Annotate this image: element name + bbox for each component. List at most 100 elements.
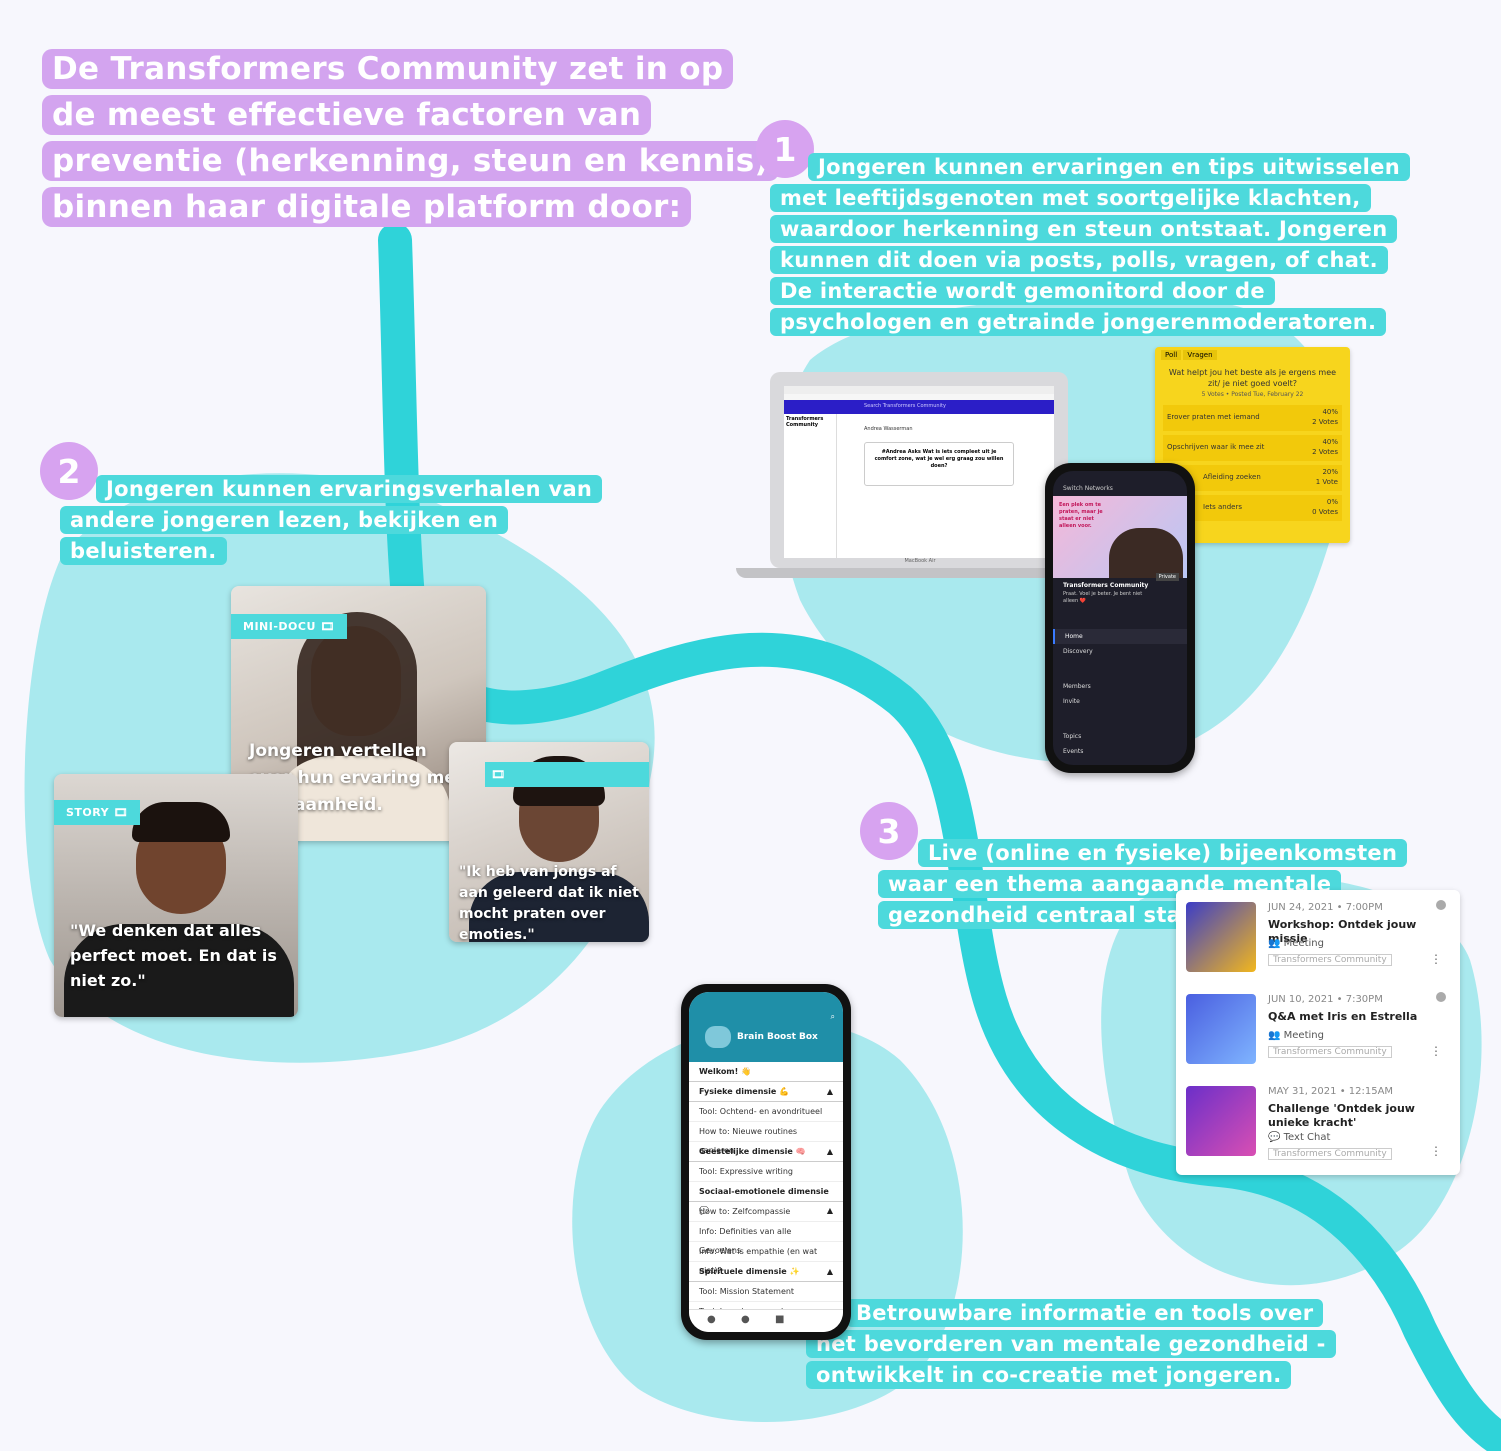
check-icon bbox=[1436, 900, 1446, 910]
event-date: JUN 10, 2021 • 7:30PM bbox=[1268, 994, 1383, 1005]
caret-up-icon: ▲ bbox=[826, 1267, 833, 1276]
step-1-number: 1 bbox=[756, 120, 814, 178]
nav-events[interactable]: Events bbox=[1063, 748, 1084, 755]
people-icon: 👥 bbox=[1268, 938, 1281, 949]
module-item[interactable]: How to: Zelfcompassie bbox=[689, 1202, 843, 1222]
sidebar-title: Transformers Community bbox=[786, 416, 824, 428]
community-tagline: Praat. Voel je beter. Je bent niet allee… bbox=[1063, 591, 1143, 604]
event-item[interactable]: JUN 10, 2021 • 7:30PM Q&A met Iris en Es… bbox=[1176, 982, 1460, 1075]
nav-home[interactable]: Home bbox=[1053, 629, 1187, 644]
laptop-screen: Search Transformers Community Transforme… bbox=[784, 386, 1054, 558]
phone-community: Switch Networks Een plek om te praten, m… bbox=[1045, 463, 1195, 773]
film-icon: 🎞 bbox=[485, 762, 649, 787]
event-date: MAY 31, 2021 • 12:15AM bbox=[1268, 1086, 1394, 1097]
module-heading[interactable]: Fysieke dimensie 💪▲ bbox=[689, 1082, 843, 1102]
laptop-base: MacBook Air bbox=[736, 558, 1104, 578]
third-caption: "Ik heb van jongs af aan geleerd dat ik … bbox=[459, 864, 639, 942]
event-title: Q&A met Iris en Estrella bbox=[1268, 1010, 1418, 1023]
brain-boost-header: Brain Boost Box ⌕ bbox=[689, 992, 843, 1062]
shirt-shape bbox=[469, 872, 649, 942]
event-community: Transformers Community bbox=[1268, 954, 1392, 966]
banner-text: Een plek om te praten, maar je staat er … bbox=[1059, 502, 1103, 529]
post: Andrea Wasserman #Andrea Asks Wat is iet… bbox=[864, 426, 1014, 486]
community-banner: Een plek om te praten, maar je staat er … bbox=[1053, 496, 1187, 578]
page-title: De Transformers Community zet in op de m… bbox=[42, 46, 780, 230]
group-photo bbox=[1109, 528, 1183, 578]
brain-boost-logo bbox=[705, 1026, 731, 1048]
address-bar bbox=[784, 394, 1054, 400]
event-title: Workshop: Ontdek jouw missie bbox=[1268, 918, 1417, 945]
event-type: 👥 Meeting bbox=[1268, 938, 1324, 949]
nav-topics[interactable]: Topics bbox=[1063, 733, 1082, 740]
phone-screen: Brain Boost Box ⌕ Welkom! 👋 Fysieke dime… bbox=[689, 992, 843, 1332]
step-1-text: Jongeren kunnen ervaringen en tips uitwi… bbox=[770, 152, 1410, 338]
video-card-story[interactable]: STORY 🎞 "We denken dat alles perfect moe… bbox=[54, 774, 298, 1017]
grid-icon[interactable]: ■ bbox=[775, 1314, 785, 1325]
phone-brain-boost: Brain Boost Box ⌕ Welkom! 👋 Fysieke dime… bbox=[681, 984, 851, 1340]
event-item[interactable]: JUN 24, 2021 • 7:00PM Workshop: Ontdek j… bbox=[1176, 890, 1460, 983]
event-thumbnail bbox=[1186, 1086, 1256, 1156]
event-date: JUN 24, 2021 • 7:00PM bbox=[1268, 902, 1383, 913]
step-4-text: Betrouwbare informatie en tools over het… bbox=[806, 1298, 1356, 1391]
module-heading[interactable]: Spirituele dimensie ✨▲ bbox=[689, 1262, 843, 1282]
private-badge: Private bbox=[1155, 573, 1179, 581]
more-icon[interactable]: ⋮ bbox=[1430, 1044, 1442, 1058]
module-heading[interactable]: Welkom! 👋 bbox=[689, 1062, 843, 1082]
story-caption: "We denken dat alles perfect moet. En da… bbox=[70, 921, 277, 990]
caret-up-icon: ▲ bbox=[826, 1087, 833, 1096]
search-input[interactable]: Search Transformers Community bbox=[864, 403, 946, 409]
network-name: Switch Networks bbox=[1063, 485, 1113, 492]
phone-screen: Switch Networks Een plek om te praten, m… bbox=[1053, 471, 1187, 765]
sweater-shape bbox=[271, 756, 451, 841]
nav-members[interactable]: Members bbox=[1063, 683, 1091, 690]
chat-icon[interactable]: ● bbox=[741, 1314, 750, 1325]
shirt-shape bbox=[64, 924, 294, 1017]
film-icon: 🎞 bbox=[113, 806, 128, 819]
event-community: Transformers Community bbox=[1268, 1148, 1392, 1160]
questions-tag: Vragen bbox=[1183, 350, 1217, 360]
modules-list: Welkom! 👋 Fysieke dimensie 💪▲ Tool: Ocht… bbox=[689, 1062, 843, 1322]
film-icon: 🎞 bbox=[320, 620, 335, 633]
more-icon[interactable]: ⋮ bbox=[1430, 952, 1442, 966]
home-icon[interactable]: ● bbox=[707, 1314, 716, 1325]
phone-nav: Home Discovery Members Invite Topics Eve… bbox=[1053, 629, 1187, 759]
community-name: Transformers Community bbox=[1063, 582, 1149, 589]
event-thumbnail bbox=[1186, 902, 1256, 972]
search-icon[interactable]: ⌕ bbox=[830, 1012, 835, 1021]
people-icon: 👥 bbox=[1268, 1030, 1281, 1041]
event-item[interactable]: MAY 31, 2021 • 12:15AM Challenge 'Ontdek… bbox=[1176, 1074, 1460, 1166]
step-3-number: 3 bbox=[860, 802, 918, 860]
laptop: Search Transformers Community Transforme… bbox=[770, 372, 1068, 568]
more-icon[interactable]: ⋮ bbox=[1430, 1144, 1442, 1158]
module-heading[interactable]: Sociaal-emotionele dimensie 💬▲ bbox=[689, 1182, 843, 1215]
module-item[interactable]: How to: Nieuwe routines aanleren bbox=[689, 1122, 843, 1155]
tag-story: STORY 🎞 bbox=[54, 800, 140, 825]
poll-question: Wat helpt jou het beste als je ergens me… bbox=[1168, 368, 1337, 388]
bottom-nav: ● ● ■ bbox=[689, 1309, 843, 1332]
chat-icon: 💬 bbox=[1268, 1132, 1281, 1143]
module-item[interactable]: Tool: Expressive writing bbox=[689, 1162, 843, 1182]
nav-invite[interactable]: Invite bbox=[1063, 698, 1080, 705]
hair-shape bbox=[132, 802, 230, 842]
module-item[interactable]: Info: Definities van alle Gevoelens bbox=[689, 1222, 843, 1255]
check-icon bbox=[1436, 992, 1446, 1002]
caret-up-icon: ▲ bbox=[826, 1147, 833, 1156]
app-header: Search Transformers Community bbox=[784, 400, 1054, 414]
event-thumbnail bbox=[1186, 994, 1256, 1064]
nav-discovery[interactable]: Discovery bbox=[1063, 648, 1093, 655]
poll-tags: Poll Vragen bbox=[1161, 350, 1217, 360]
event-community: Transformers Community bbox=[1268, 1046, 1392, 1058]
brain-boost-title: Brain Boost Box bbox=[737, 1032, 818, 1042]
module-heading[interactable]: Geestelijke dimensie 🧠▲ bbox=[689, 1142, 843, 1162]
module-item[interactable]: Tool: Ochtend- en avondritueel bbox=[689, 1102, 843, 1122]
browser-bar bbox=[784, 386, 1054, 394]
event-type: 💬 Text Chat bbox=[1268, 1132, 1331, 1143]
video-card-third[interactable]: 🎞 "Ik heb van jongs af aan geleerd dat i… bbox=[449, 742, 649, 942]
post-author: Andrea Wasserman bbox=[864, 426, 913, 432]
laptop-sidebar: Transformers Community bbox=[784, 414, 837, 558]
module-item[interactable]: Tool: Mission Statement bbox=[689, 1282, 843, 1302]
module-item[interactable]: Info: Wat is empathie (en wat niet)? bbox=[689, 1242, 843, 1275]
step-2-text: Jongeren kunnen ervaringsverhalen van an… bbox=[60, 474, 603, 567]
